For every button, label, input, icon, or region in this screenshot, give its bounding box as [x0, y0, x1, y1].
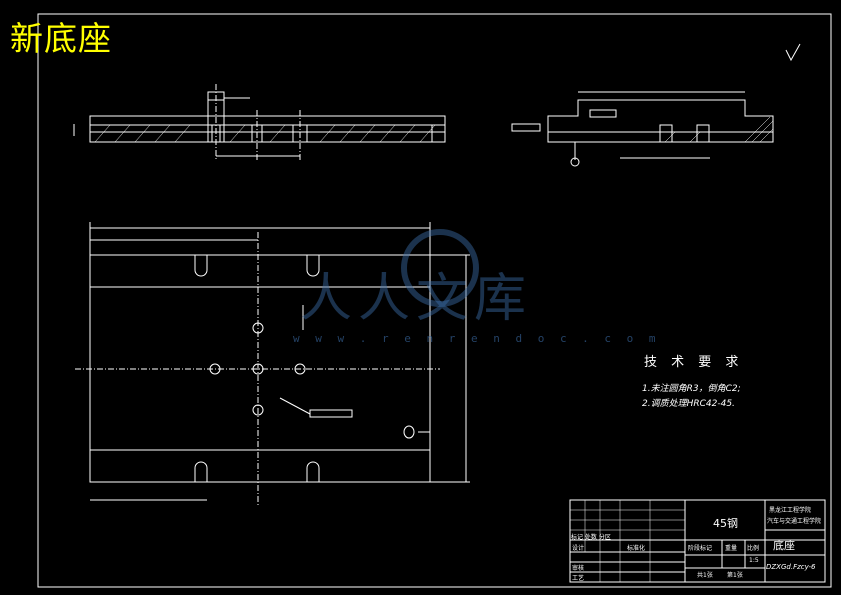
tb-weight-label: 重量 [725, 545, 738, 552]
tb-material: 45钢 [713, 517, 738, 530]
tb-sheet-no: 第1张 [727, 572, 743, 579]
plan-view [75, 222, 470, 505]
tech-req-title: 技 术 要 求 [644, 355, 744, 370]
tech-req-item-1: 1.未注圆角R3，倒角C2; [642, 384, 741, 394]
title-block [569, 499, 826, 583]
drawing-frame [37, 13, 832, 588]
tb-school-1: 黑龙江工程学院 [769, 507, 812, 514]
tb-school-2: 汽车与交通工程学院 [767, 518, 822, 525]
tb-part-name: 底座 [773, 539, 795, 552]
tech-req-item-2: 2.调质处理HRC42-45. [642, 399, 735, 409]
roughness-symbol [785, 43, 801, 62]
tb-row-2: 设计 [572, 545, 585, 552]
watermark-url: w w w . r e n r e n d o c . c o m [293, 332, 661, 345]
tb-stage-label: 阶段标记 [688, 545, 713, 552]
tb-std-label: 标准化 [627, 545, 646, 552]
tb-scale: 1:5 [749, 557, 759, 564]
side-view [511, 91, 774, 167]
page-title: 新底座 [10, 19, 112, 58]
tb-row-1: 标记 处数 分区 [571, 534, 611, 541]
tb-scale-label: 比例 [747, 545, 760, 552]
tb-sheet-total: 共1张 [697, 572, 713, 579]
watermark-text: 人人文库 [300, 269, 533, 329]
front-view [73, 84, 446, 160]
tb-drawing-no: DZXGd.Fzcy-6 [766, 563, 816, 571]
tb-row-4: 工艺 [572, 575, 585, 582]
tb-row-3: 审核 [572, 565, 585, 572]
watermark-logo [401, 229, 479, 307]
